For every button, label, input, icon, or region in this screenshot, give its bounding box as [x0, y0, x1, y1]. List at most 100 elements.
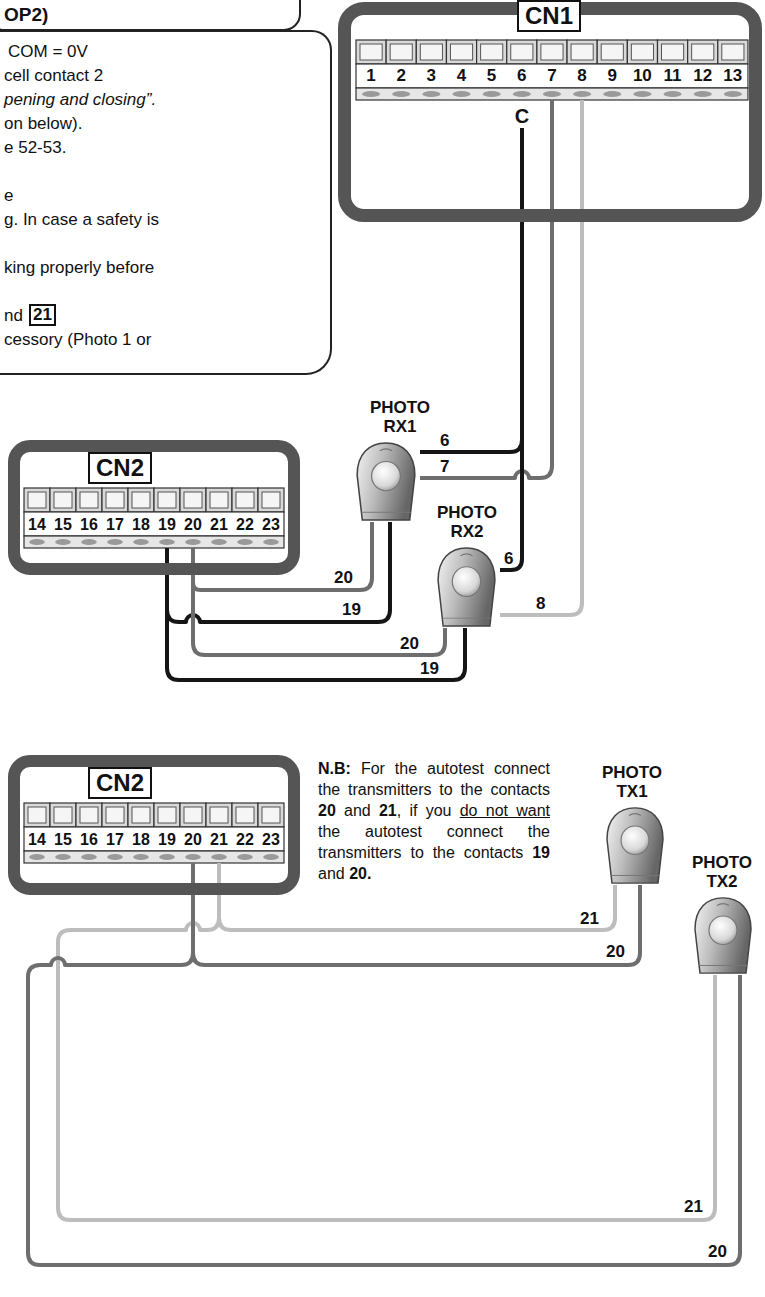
- terminal-cell: [688, 40, 718, 64]
- terminal-cell: [206, 488, 232, 512]
- terminal-screw: [450, 44, 472, 60]
- terminal-cell: [50, 488, 76, 512]
- terminal-number-row: [24, 827, 284, 851]
- terminal-hole: [185, 539, 201, 545]
- terminal-cell: [597, 40, 627, 64]
- photocell-icon: [352, 440, 420, 522]
- terminal-hole: [159, 539, 175, 545]
- terminal-screw: [158, 492, 176, 508]
- terminal-hole: [724, 91, 742, 97]
- photocell-icon: [690, 895, 756, 975]
- terminal-screw: [184, 807, 202, 823]
- note-text-part: the autotest connect the transmitters to…: [318, 823, 550, 861]
- terminal-screw: [662, 44, 684, 60]
- photocell-mark: [717, 904, 729, 906]
- terminal-hole: [55, 539, 71, 545]
- photocell-icon: [602, 805, 668, 885]
- note-text-part: do not want: [460, 802, 550, 819]
- terminal-cell: [24, 803, 50, 827]
- terminal-hole: [694, 91, 712, 97]
- pin-number: 10: [633, 66, 652, 86]
- terminal-cell: [102, 488, 128, 512]
- connector-title: CN1: [517, 0, 581, 32]
- connector-title: CN2: [88, 452, 152, 484]
- wire-number: 20: [606, 942, 625, 962]
- header-tab: [0, 0, 300, 30]
- terminal-hole: [133, 854, 149, 860]
- wire-stub: [520, 128, 524, 222]
- terminal-cell: [154, 803, 180, 827]
- wire-number: 20: [334, 568, 353, 588]
- terminal-hole: [211, 539, 227, 545]
- connector-cn2: CN2: [8, 440, 300, 575]
- terminal-hole: [422, 91, 440, 97]
- terminal-hole: [633, 91, 651, 97]
- connector-title: CN2: [88, 767, 152, 799]
- terminal-screw: [511, 44, 533, 60]
- wire-number: 6: [440, 431, 449, 451]
- note-text-part: N.B:: [318, 760, 351, 777]
- panel-text: nd: [4, 306, 23, 326]
- wire-number: 21: [580, 909, 599, 929]
- terminal-screw: [722, 44, 744, 60]
- wire-number: 8: [536, 594, 545, 614]
- pin-number: 14: [28, 515, 46, 534]
- photocell-housing: [357, 443, 415, 520]
- terminal-screw: [236, 492, 254, 508]
- terminal-screw: [692, 44, 714, 60]
- pin-number: 3: [427, 66, 436, 86]
- photocell-seam: [361, 512, 410, 513]
- terminal-number-row: [356, 64, 748, 88]
- pin-number: 7: [547, 66, 556, 86]
- terminal-hole: [29, 539, 45, 545]
- terminal-cell: [232, 803, 258, 827]
- pin-number: 23: [262, 515, 280, 534]
- terminal-hole: [29, 854, 45, 860]
- terminal-hole: [513, 91, 531, 97]
- pin-number: 5: [487, 66, 496, 86]
- terminal-screw: [631, 44, 653, 60]
- panel-text: pening and closing”.: [4, 90, 156, 110]
- photocell-icon: [433, 545, 500, 628]
- terminal-screw: [80, 807, 98, 823]
- photocell-receiver: PHOTO RX1: [352, 440, 420, 522]
- device-label: PHOTO RX2: [437, 503, 497, 541]
- pin-number: 6: [517, 66, 526, 86]
- pin-number: 8: [577, 66, 586, 86]
- terminal-cell: [76, 803, 102, 827]
- pin-number: 4: [457, 66, 466, 86]
- note-text-part: For the autotest connect the transmitter…: [318, 760, 550, 798]
- terminal-hole: [211, 854, 227, 860]
- terminal-cell: [128, 488, 154, 512]
- wire: [500, 222, 582, 615]
- terminal-hole: [263, 854, 279, 860]
- photocell-lens: [452, 567, 480, 597]
- connector-cn2: CN2: [8, 755, 300, 895]
- photocell-seam: [611, 875, 659, 876]
- terminal-hole: [159, 854, 175, 860]
- device-label: PHOTO TX2: [692, 853, 752, 891]
- wire-number: 19: [420, 659, 439, 679]
- terminal-screw: [262, 492, 280, 508]
- pin-number: 17: [106, 515, 124, 534]
- terminal-cell: [128, 803, 154, 827]
- photocell-lens: [621, 826, 649, 855]
- photocell-lens: [709, 916, 737, 945]
- pin-number: 2: [396, 66, 405, 86]
- photocell-seam: [699, 965, 747, 966]
- terminal-screw: [262, 807, 280, 823]
- terminal-cell: [258, 488, 284, 512]
- terminal-hole: [664, 91, 682, 97]
- photocell-seam: [442, 618, 491, 619]
- terminal-screw: [601, 44, 623, 60]
- wire-number: 6: [504, 549, 513, 569]
- terminal-screw: [390, 44, 412, 60]
- terminal-screw: [210, 492, 228, 508]
- pin-number: 21: [210, 515, 228, 534]
- wire-number: 20: [400, 634, 419, 654]
- terminal-screw: [132, 807, 150, 823]
- terminal-screw: [184, 492, 202, 508]
- terminal-screw: [80, 492, 98, 508]
- panel-text: cessory (Photo 1 or: [4, 330, 151, 350]
